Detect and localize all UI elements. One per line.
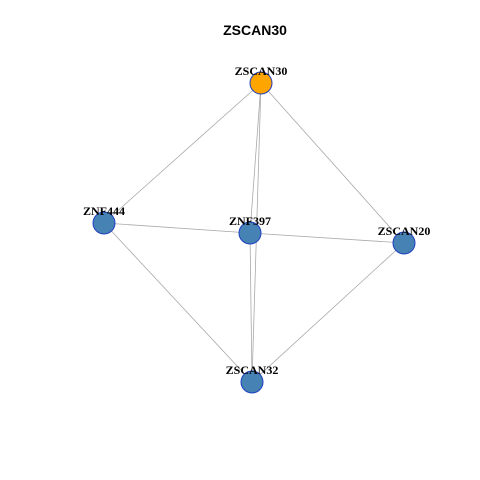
node-label: ZSCAN32 xyxy=(226,363,279,377)
node-znf397[interactable]: ZNF397 xyxy=(229,214,271,245)
node-label: ZSCAN20 xyxy=(378,224,431,238)
edge-zscan30-zscan20 xyxy=(260,82,405,244)
edge-znf444-zscan32 xyxy=(103,222,253,383)
node-label: ZNF444 xyxy=(83,204,125,218)
node-circle[interactable] xyxy=(238,221,262,245)
edge-zscan30-znf397 xyxy=(249,82,262,234)
node-zscan20[interactable]: ZSCAN20 xyxy=(378,224,431,255)
node-zscan30[interactable]: ZSCAN30 xyxy=(235,64,288,95)
edges-layer xyxy=(103,82,405,383)
node-circle[interactable] xyxy=(249,71,273,95)
node-circle[interactable] xyxy=(392,231,416,255)
edge-zscan30-znf444 xyxy=(103,82,262,224)
node-circle[interactable] xyxy=(240,370,264,394)
edge-zscan20-zscan32 xyxy=(251,242,405,383)
edge-znf397-zscan20 xyxy=(249,232,405,244)
node-zscan32[interactable]: ZSCAN32 xyxy=(226,363,279,394)
node-label: ZSCAN30 xyxy=(235,64,288,78)
node-circle[interactable] xyxy=(92,211,116,235)
node-label: ZNF397 xyxy=(229,214,271,228)
edge-znf444-znf397 xyxy=(103,222,251,234)
edge-znf397-zscan32 xyxy=(249,232,253,383)
diagram-title: ZSCAN30 xyxy=(223,22,287,38)
node-znf444[interactable]: ZNF444 xyxy=(83,204,125,235)
